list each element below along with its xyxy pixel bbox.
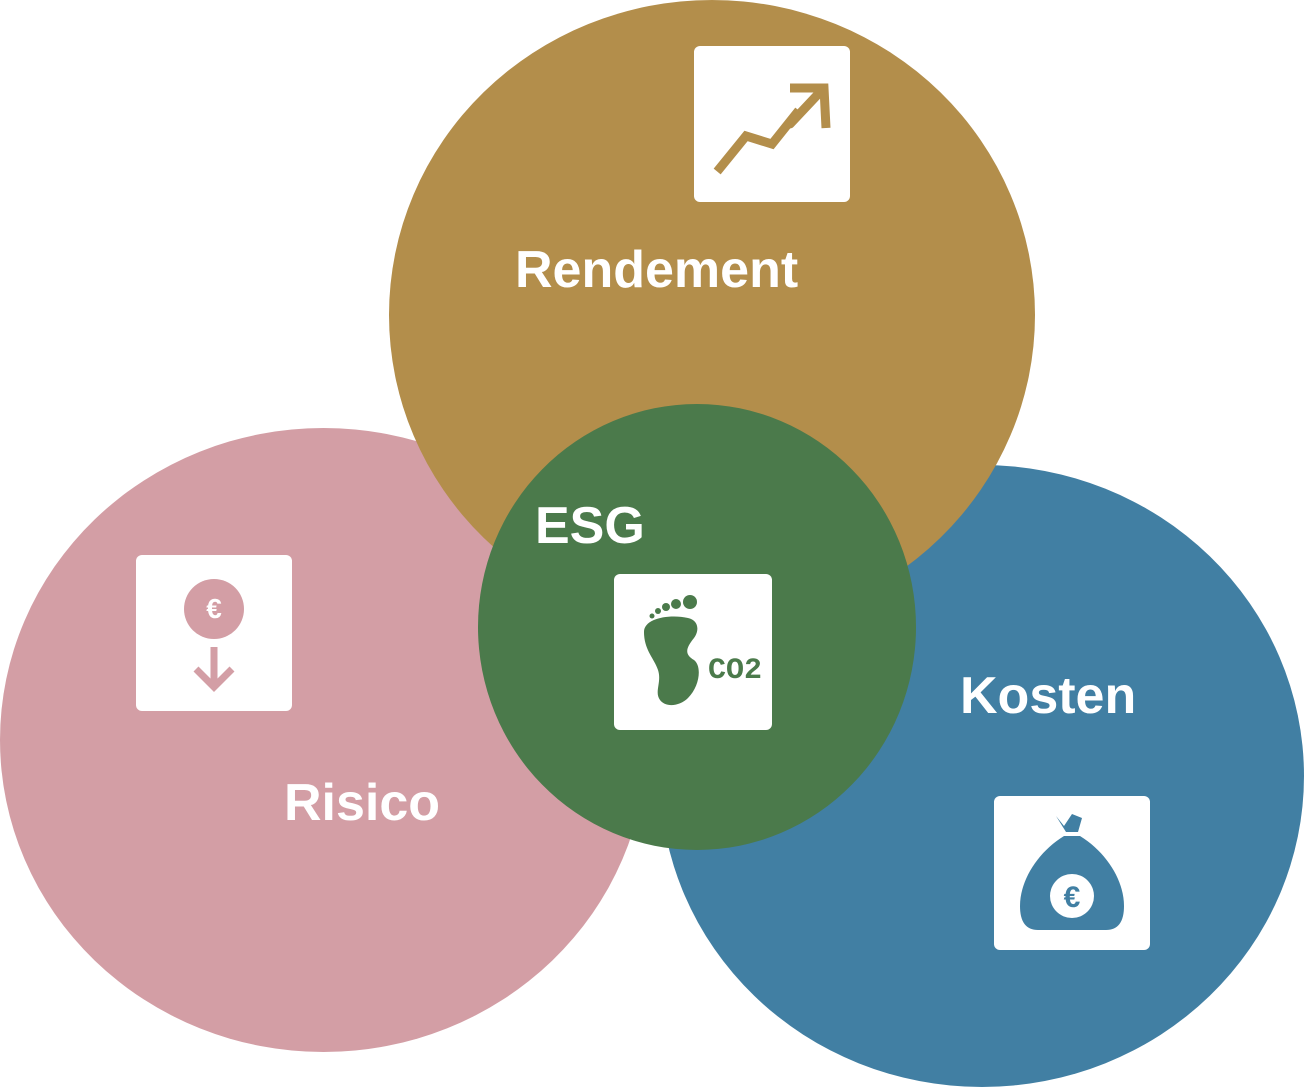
co2-text: CO2 [708,654,762,688]
risico-label: Risico [284,774,441,832]
euro-money-bag-icon: € [1020,814,1124,930]
svg-text:€: € [1064,881,1081,914]
rendement-label: Rendement [515,241,799,299]
svg-text:€: € [206,593,222,624]
co2-footprint-icon: CO2 [644,595,762,706]
trend-up-arrow-icon [713,83,831,175]
esg-icon-tile: CO2 [614,574,772,730]
rendement-icon-tile [694,46,850,202]
kosten-icon-tile: € [994,796,1150,950]
esg-label: ESG [535,497,645,555]
euro-down-arrow-icon: € [184,579,244,692]
risico-icon-tile: € [136,555,292,711]
kosten-label: Kosten [960,667,1137,725]
